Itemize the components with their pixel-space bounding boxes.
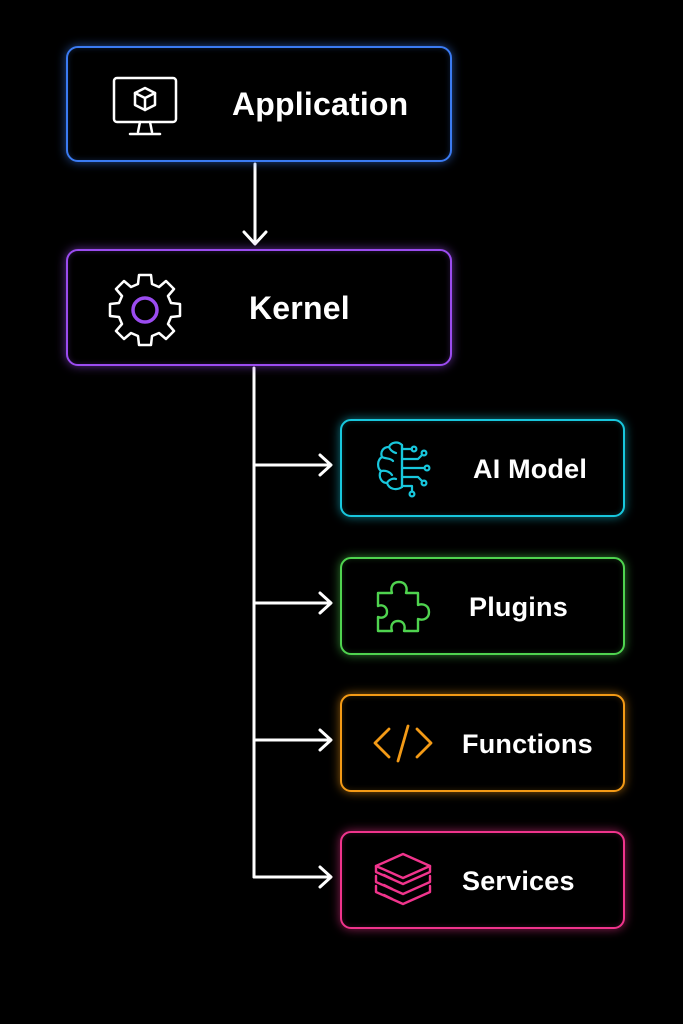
puzzle-piece-icon (372, 575, 434, 637)
node-label-functions: Functions (462, 729, 593, 759)
node-services: Services (340, 831, 625, 929)
arrowhead-ai-model (318, 453, 333, 477)
node-application: Application (66, 46, 452, 162)
arrowhead-plugins (318, 591, 333, 615)
gear-icon (106, 271, 184, 349)
node-kernel: Kernel (66, 249, 452, 366)
node-plugins: Plugins (340, 557, 625, 655)
node-label-kernel: Kernel (249, 290, 350, 326)
node-label-plugins: Plugins (469, 592, 568, 622)
monitor-cube-icon (110, 74, 180, 140)
arrowhead-functions (318, 728, 333, 752)
arrowhead-services (318, 865, 333, 889)
node-label-services: Services (462, 866, 575, 896)
node-ai-model: AI Model (340, 419, 625, 517)
arrowhead-kernel (242, 230, 268, 246)
node-functions: Functions (340, 694, 625, 792)
stack-layers-icon (372, 849, 434, 911)
code-brackets-icon (370, 712, 433, 774)
node-label-application: Application (232, 86, 409, 122)
brain-circuit-icon (372, 437, 434, 499)
node-label-ai-model: AI Model (473, 454, 588, 484)
